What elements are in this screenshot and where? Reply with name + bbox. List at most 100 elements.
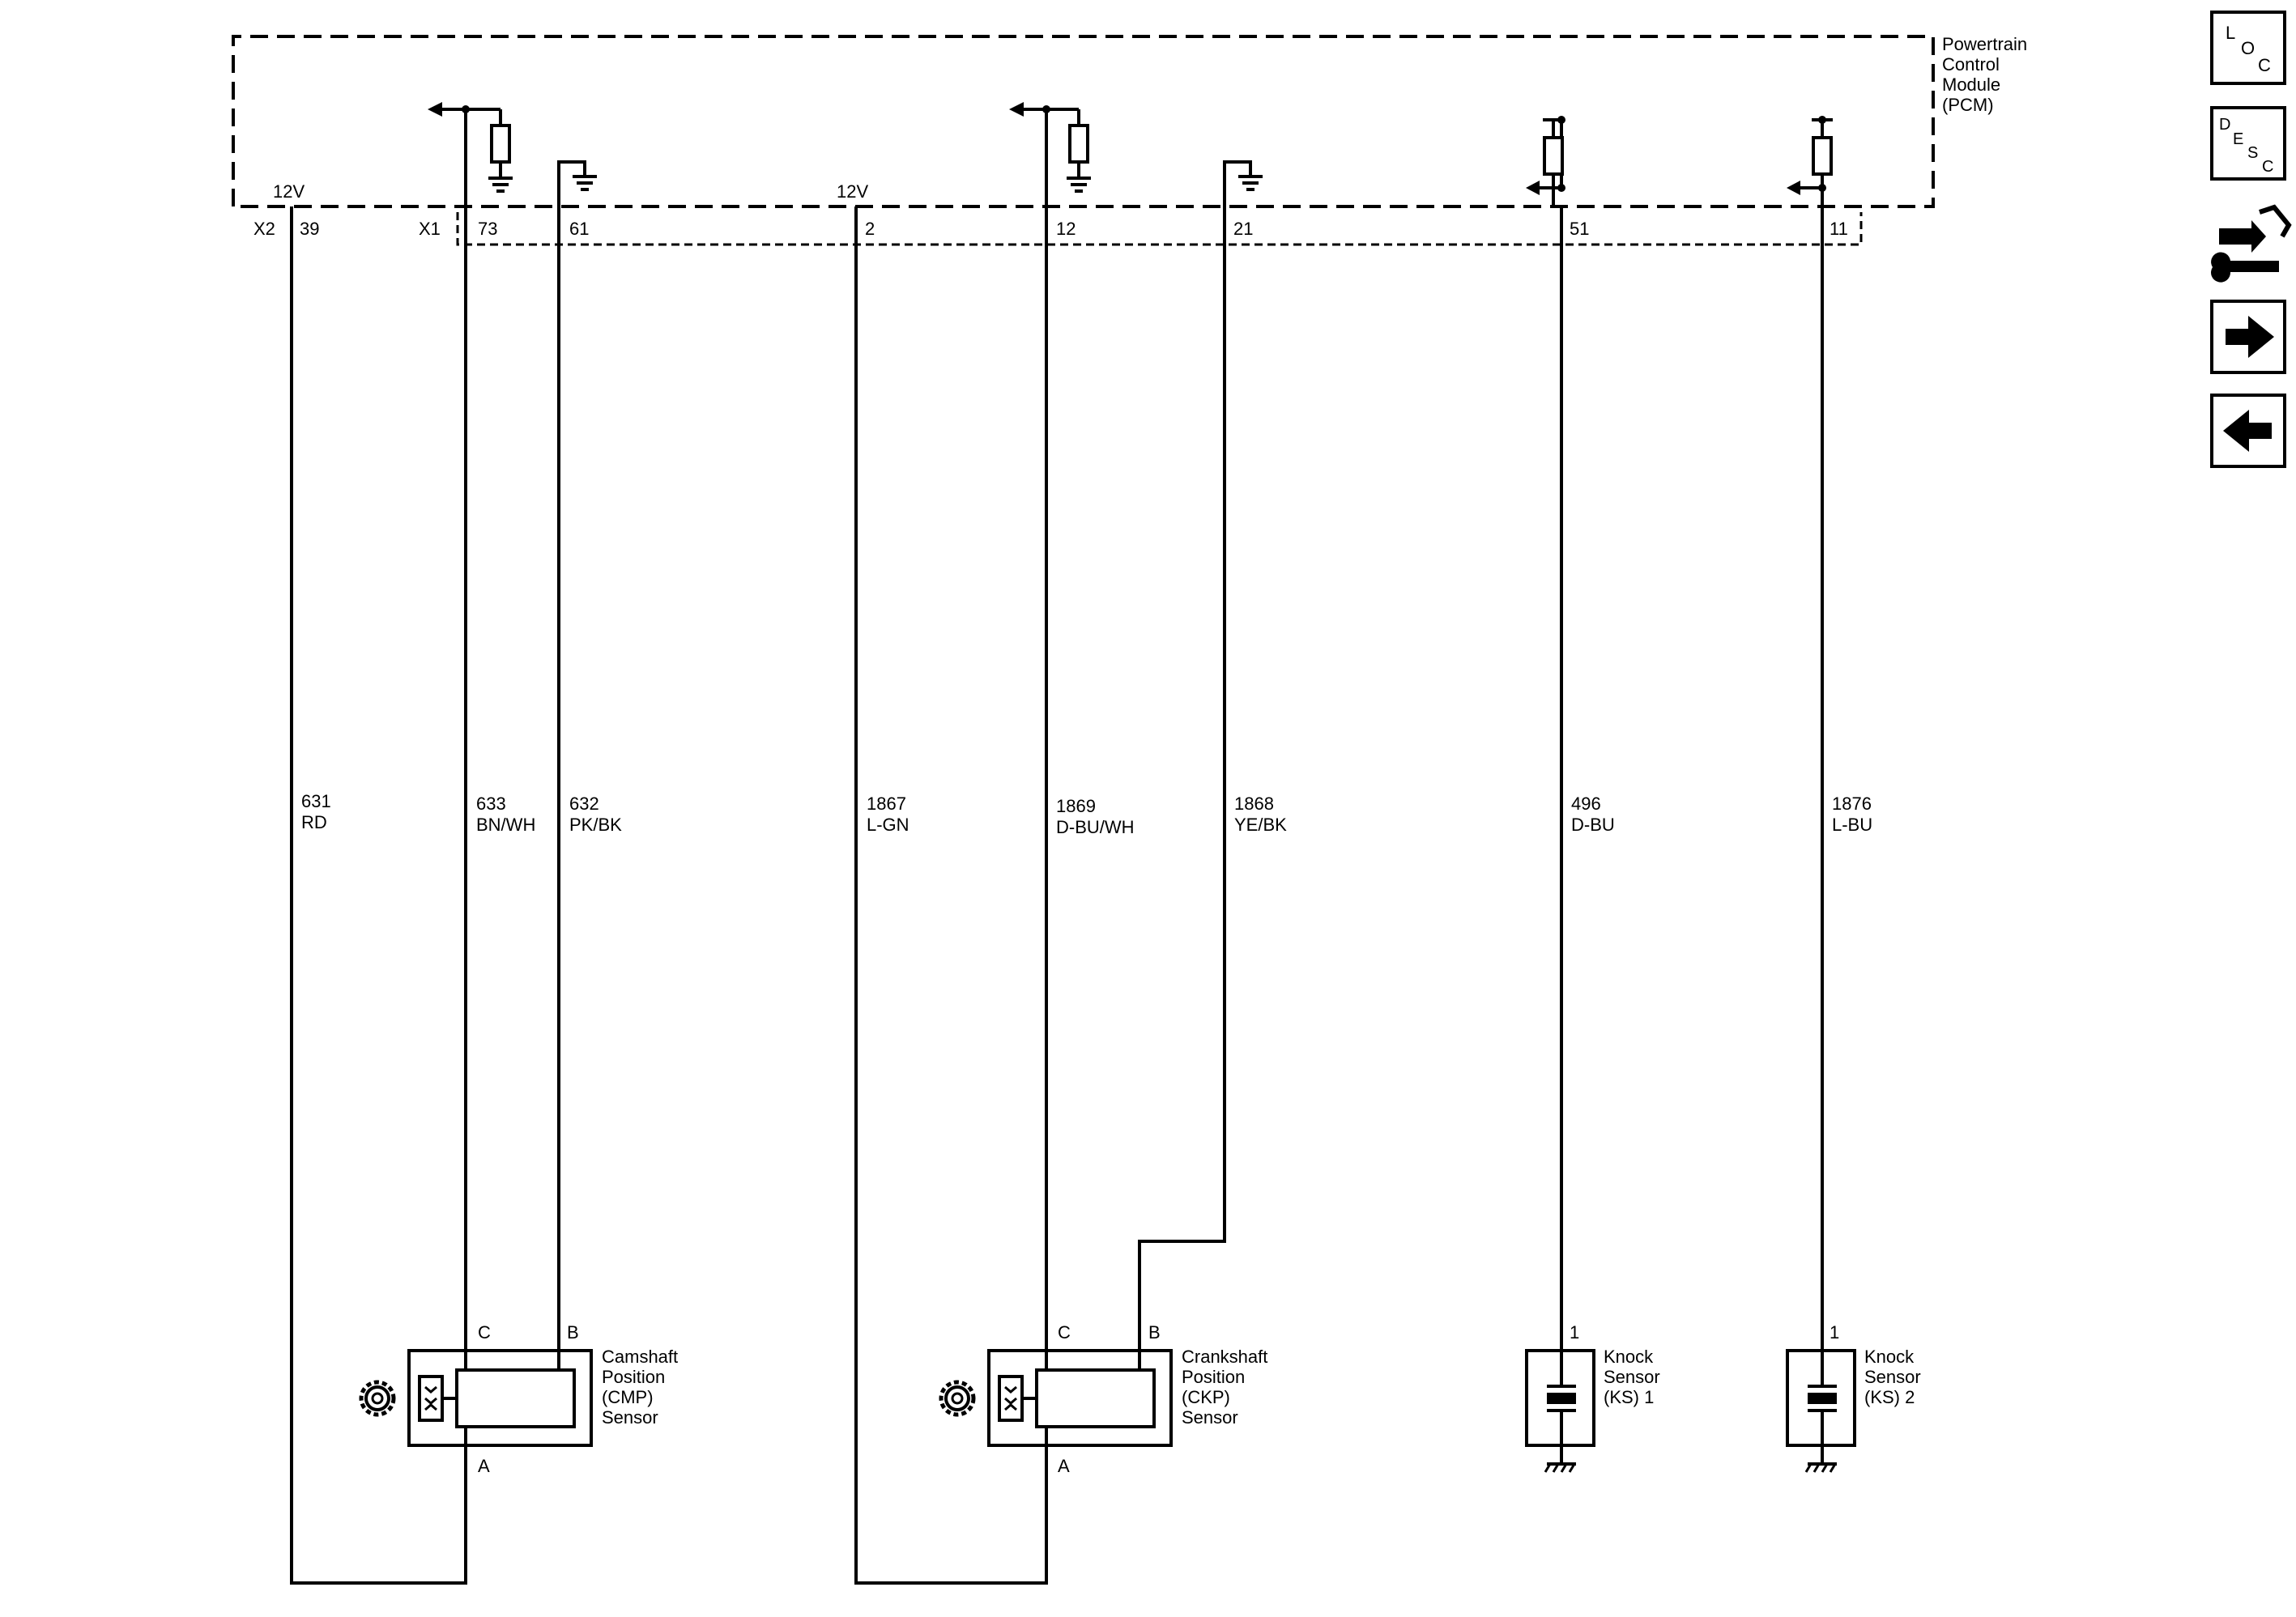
cmp-label-line-1: Camshaft	[602, 1347, 678, 1367]
wire-1867	[854, 206, 1048, 1585]
pin-73-label: 73	[478, 219, 497, 239]
connector-tool-icon[interactable]	[2211, 204, 2292, 283]
desc-letter-s: S	[2247, 144, 2258, 162]
voltage-label-2: 12V	[837, 181, 868, 202]
ks1-label-line-1: Knock	[1604, 1347, 1654, 1367]
piezo-element-icon	[1808, 1393, 1837, 1404]
ckp-label-line-2: Position	[1182, 1367, 1245, 1387]
pin-2-label: 2	[865, 219, 875, 239]
ckp-pin-a: A	[1058, 1456, 1070, 1476]
connector-x1-label: X1	[419, 219, 441, 239]
loc-letter-o: O	[2241, 38, 2255, 58]
circuit-1869-number: 1869	[1056, 796, 1096, 816]
ground-icon	[488, 177, 513, 193]
chassis-ground-icon	[1544, 1462, 1576, 1473]
resistor-icon	[490, 124, 511, 164]
circuit-1868-color: YE/BK	[1234, 815, 1287, 835]
ks2-pin-1: 1	[1830, 1322, 1839, 1343]
knock-sensor-1: 1 Knock Sensor (KS) 1	[1525, 1322, 1660, 1473]
ckp-sensor: C B A Crankshaft Position (CKP) Sensor	[939, 1322, 1267, 1476]
signal-arrow-icon	[1787, 181, 1800, 195]
gear-icon	[939, 1380, 976, 1417]
ks2-label-line-3: (KS) 2	[1864, 1387, 1915, 1407]
ground-icon	[1238, 175, 1263, 191]
gear-icon	[359, 1380, 396, 1417]
resistor-icon	[1812, 136, 1833, 176]
resistor-icon	[1068, 124, 1089, 164]
circuit-631-number: 631	[301, 791, 331, 811]
knock-sensor-2: 1 Knock Sensor (KS) 2	[1786, 1322, 1921, 1473]
voltage-label-39: 12V	[273, 181, 305, 202]
ks2-label-line-1: Knock	[1864, 1347, 1915, 1367]
ckp-label-line-4: Sensor	[1182, 1407, 1238, 1428]
loc-letter-l: L	[2226, 23, 2235, 43]
circuit-632-color: PK/BK	[569, 815, 622, 835]
magnetic-pickup-icon	[998, 1375, 1037, 1422]
cmp-sensor: C B A Camshaft Position (CMP) Sensor	[359, 1322, 678, 1476]
circuit-632-number: 632	[569, 794, 599, 814]
ks1-pin-1: 1	[1570, 1322, 1579, 1343]
pin-61-label: 61	[569, 219, 589, 239]
desc-button[interactable]: D E S C	[2210, 106, 2286, 181]
side-toolbar: L O C D E S C	[2210, 11, 2292, 468]
cmp-label-line-4: Sensor	[602, 1407, 658, 1428]
circuit-633-number: 633	[476, 794, 506, 814]
circuit-496-color: D-BU	[1571, 815, 1615, 835]
pcm-internal-ckp	[1009, 102, 1263, 206]
pcm-name-line-3: Module	[1942, 74, 2000, 95]
cmp-label-line-2: Position	[602, 1367, 665, 1387]
ckp-sensor-element	[1035, 1368, 1156, 1428]
cmp-sensor-element	[455, 1368, 576, 1428]
circuit-496-number: 496	[1571, 794, 1601, 814]
cmp-label-line-3: (CMP)	[602, 1387, 654, 1407]
circuit-1876-number: 1876	[1832, 794, 1872, 814]
wire-631	[290, 206, 467, 1585]
wire-1868	[1138, 206, 1226, 1351]
loc-letter-c: C	[2258, 55, 2271, 75]
pcm-name: Powertrain Control Module (PCM)	[1942, 34, 2027, 115]
connector-x2-label: X2	[253, 219, 275, 239]
arrow-right-icon[interactable]	[2210, 300, 2286, 374]
circuit-1868-number: 1868	[1234, 794, 1274, 814]
circuit-631-color: RD	[301, 812, 327, 832]
circuit-1867-color: L-GN	[867, 815, 909, 835]
pcm-name-line-1: Powertrain	[1942, 34, 2027, 54]
resistor-icon	[1543, 136, 1564, 176]
pcm-internal-cmp	[428, 102, 597, 206]
pin-39-label: 39	[300, 219, 319, 239]
cmp-pin-b: B	[567, 1322, 579, 1343]
ground-icon	[1067, 177, 1091, 193]
signal-arrow-icon	[1009, 102, 1024, 117]
circuit-labels: 631 RD 633 BN/WH 632 PK/BK 1867 L-GN 186…	[301, 791, 1872, 837]
cmp-pin-c: C	[478, 1322, 491, 1343]
ks1-label-line-2: Sensor	[1604, 1367, 1660, 1387]
circuit-1869-color: D-BU/WH	[1056, 817, 1135, 837]
ks1-label-line-3: (KS) 1	[1604, 1387, 1654, 1407]
pin-51-label: 51	[1570, 219, 1589, 239]
pcm-connector-x1-outline	[456, 212, 1863, 246]
ckp-pin-b: B	[1148, 1322, 1161, 1343]
desc-letter-e: E	[2233, 130, 2243, 148]
ckp-label-line-3: (CKP)	[1182, 1387, 1230, 1407]
wires	[290, 206, 1824, 1585]
circuit-1867-number: 1867	[867, 794, 906, 814]
pin-21-label: 21	[1233, 219, 1253, 239]
pcm-outline	[232, 35, 1935, 208]
ground-icon	[573, 175, 597, 191]
circuit-1876-color: L-BU	[1832, 815, 1872, 835]
pin-12-label: 12	[1056, 219, 1076, 239]
desc-letter-c: C	[2262, 158, 2273, 176]
pin-11-label: 11	[1830, 219, 1848, 239]
chassis-ground-icon	[1804, 1462, 1837, 1473]
loc-button[interactable]: L O C	[2210, 11, 2286, 85]
pcm-module: Powertrain Control Module (PCM) X2 X1 12…	[232, 34, 2027, 246]
ckp-label-line-1: Crankshaft	[1182, 1347, 1267, 1367]
signal-arrow-icon	[428, 102, 442, 117]
pin-numbers: 39 73 61 2 12 21 51 11	[300, 219, 1848, 239]
signal-arrow-icon	[1526, 181, 1540, 195]
piezo-element-icon	[1547, 1393, 1576, 1404]
ks2-label-line-2: Sensor	[1864, 1367, 1921, 1387]
desc-letter-d: D	[2219, 116, 2230, 134]
arrow-left-icon[interactable]	[2210, 394, 2286, 468]
